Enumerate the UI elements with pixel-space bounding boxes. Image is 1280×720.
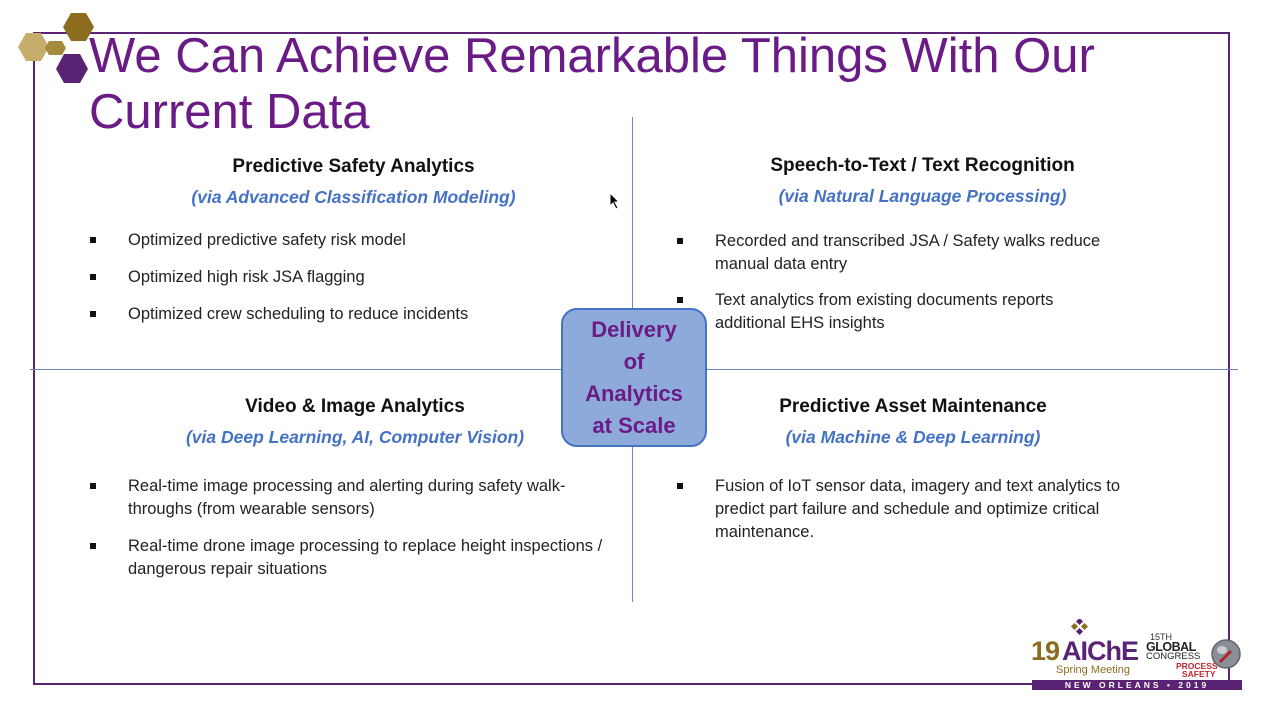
logo-name: AIChE <box>1062 636 1139 666</box>
bullet-list: Recorded and transcribed JSA / Safety wa… <box>676 230 1126 335</box>
quadrant-heading: Predictive Safety Analytics <box>232 156 475 177</box>
logo-location-bar: NEW ORLEANS • 2019 <box>1032 680 1242 690</box>
bullet-square-icon <box>90 311 96 317</box>
list-item: Optimized crew scheduling to reduce inci… <box>89 303 609 326</box>
quadrant-heading: Video & Image Analytics <box>245 396 465 417</box>
list-item: Fusion of IoT sensor data, imagery and t… <box>676 475 1156 544</box>
logo-process: PROCESS <box>1176 661 1218 671</box>
quadrant-heading: Predictive Asset Maintenance <box>779 396 1047 417</box>
list-item: Real-time image processing and alerting … <box>89 475 609 521</box>
quadrant-subheading: (via Deep Learning, AI, Computer Vision) <box>185 427 525 447</box>
hexagon-logo-icon <box>18 13 94 83</box>
logo-global: GLOBAL <box>1146 640 1196 654</box>
list-item: Optimized high risk JSA flagging <box>89 266 609 289</box>
bullet-square-icon <box>90 237 96 243</box>
slide-frame <box>33 32 1230 685</box>
bullet-list: Real-time image processing and alerting … <box>89 475 609 581</box>
logo-number: 19 <box>1031 636 1060 666</box>
bullet-square-icon <box>677 297 683 303</box>
bullet-square-icon <box>677 238 683 244</box>
logo-congress: CONGRESS <box>1146 651 1201 662</box>
logo-event: Spring Meeting <box>1056 664 1130 676</box>
mouse-cursor-icon <box>609 192 621 210</box>
aiche-diamond-icon <box>1070 619 1089 636</box>
globe-icon <box>1211 639 1241 669</box>
bullet-list: Optimized predictive safety risk model O… <box>89 229 609 326</box>
quadrant-subheading: (via Advanced Classification Modeling) <box>191 187 516 207</box>
slide-title: We Can Achieve Remarkable Things With Ou… <box>89 29 1095 139</box>
list-item: Optimized predictive safety risk model <box>89 229 609 252</box>
bullet-square-icon <box>90 483 96 489</box>
center-label-box: Delivery of Analytics at Scale <box>561 308 707 447</box>
list-item: Real-time drone image processing to repl… <box>89 535 609 581</box>
quadrant-subheading: (via Natural Language Processing) <box>778 186 1067 206</box>
bullet-square-icon <box>677 483 683 489</box>
quadrant-subheading: (via Machine & Deep Learning) <box>785 427 1041 447</box>
list-item: Text analytics from existing documents r… <box>676 289 1126 335</box>
logo-ordinal: 15TH <box>1150 632 1173 642</box>
bullet-list: Fusion of IoT sensor data, imagery and t… <box>676 475 1156 544</box>
logo-safety: SAFETY <box>1182 669 1216 679</box>
list-item: Recorded and transcribed JSA / Safety wa… <box>676 230 1126 276</box>
bullet-square-icon <box>90 274 96 280</box>
center-label: Delivery of Analytics at Scale <box>585 316 683 438</box>
quadrant-heading: Speech-to-Text / Text Recognition <box>770 155 1075 176</box>
bullet-square-icon <box>90 543 96 549</box>
